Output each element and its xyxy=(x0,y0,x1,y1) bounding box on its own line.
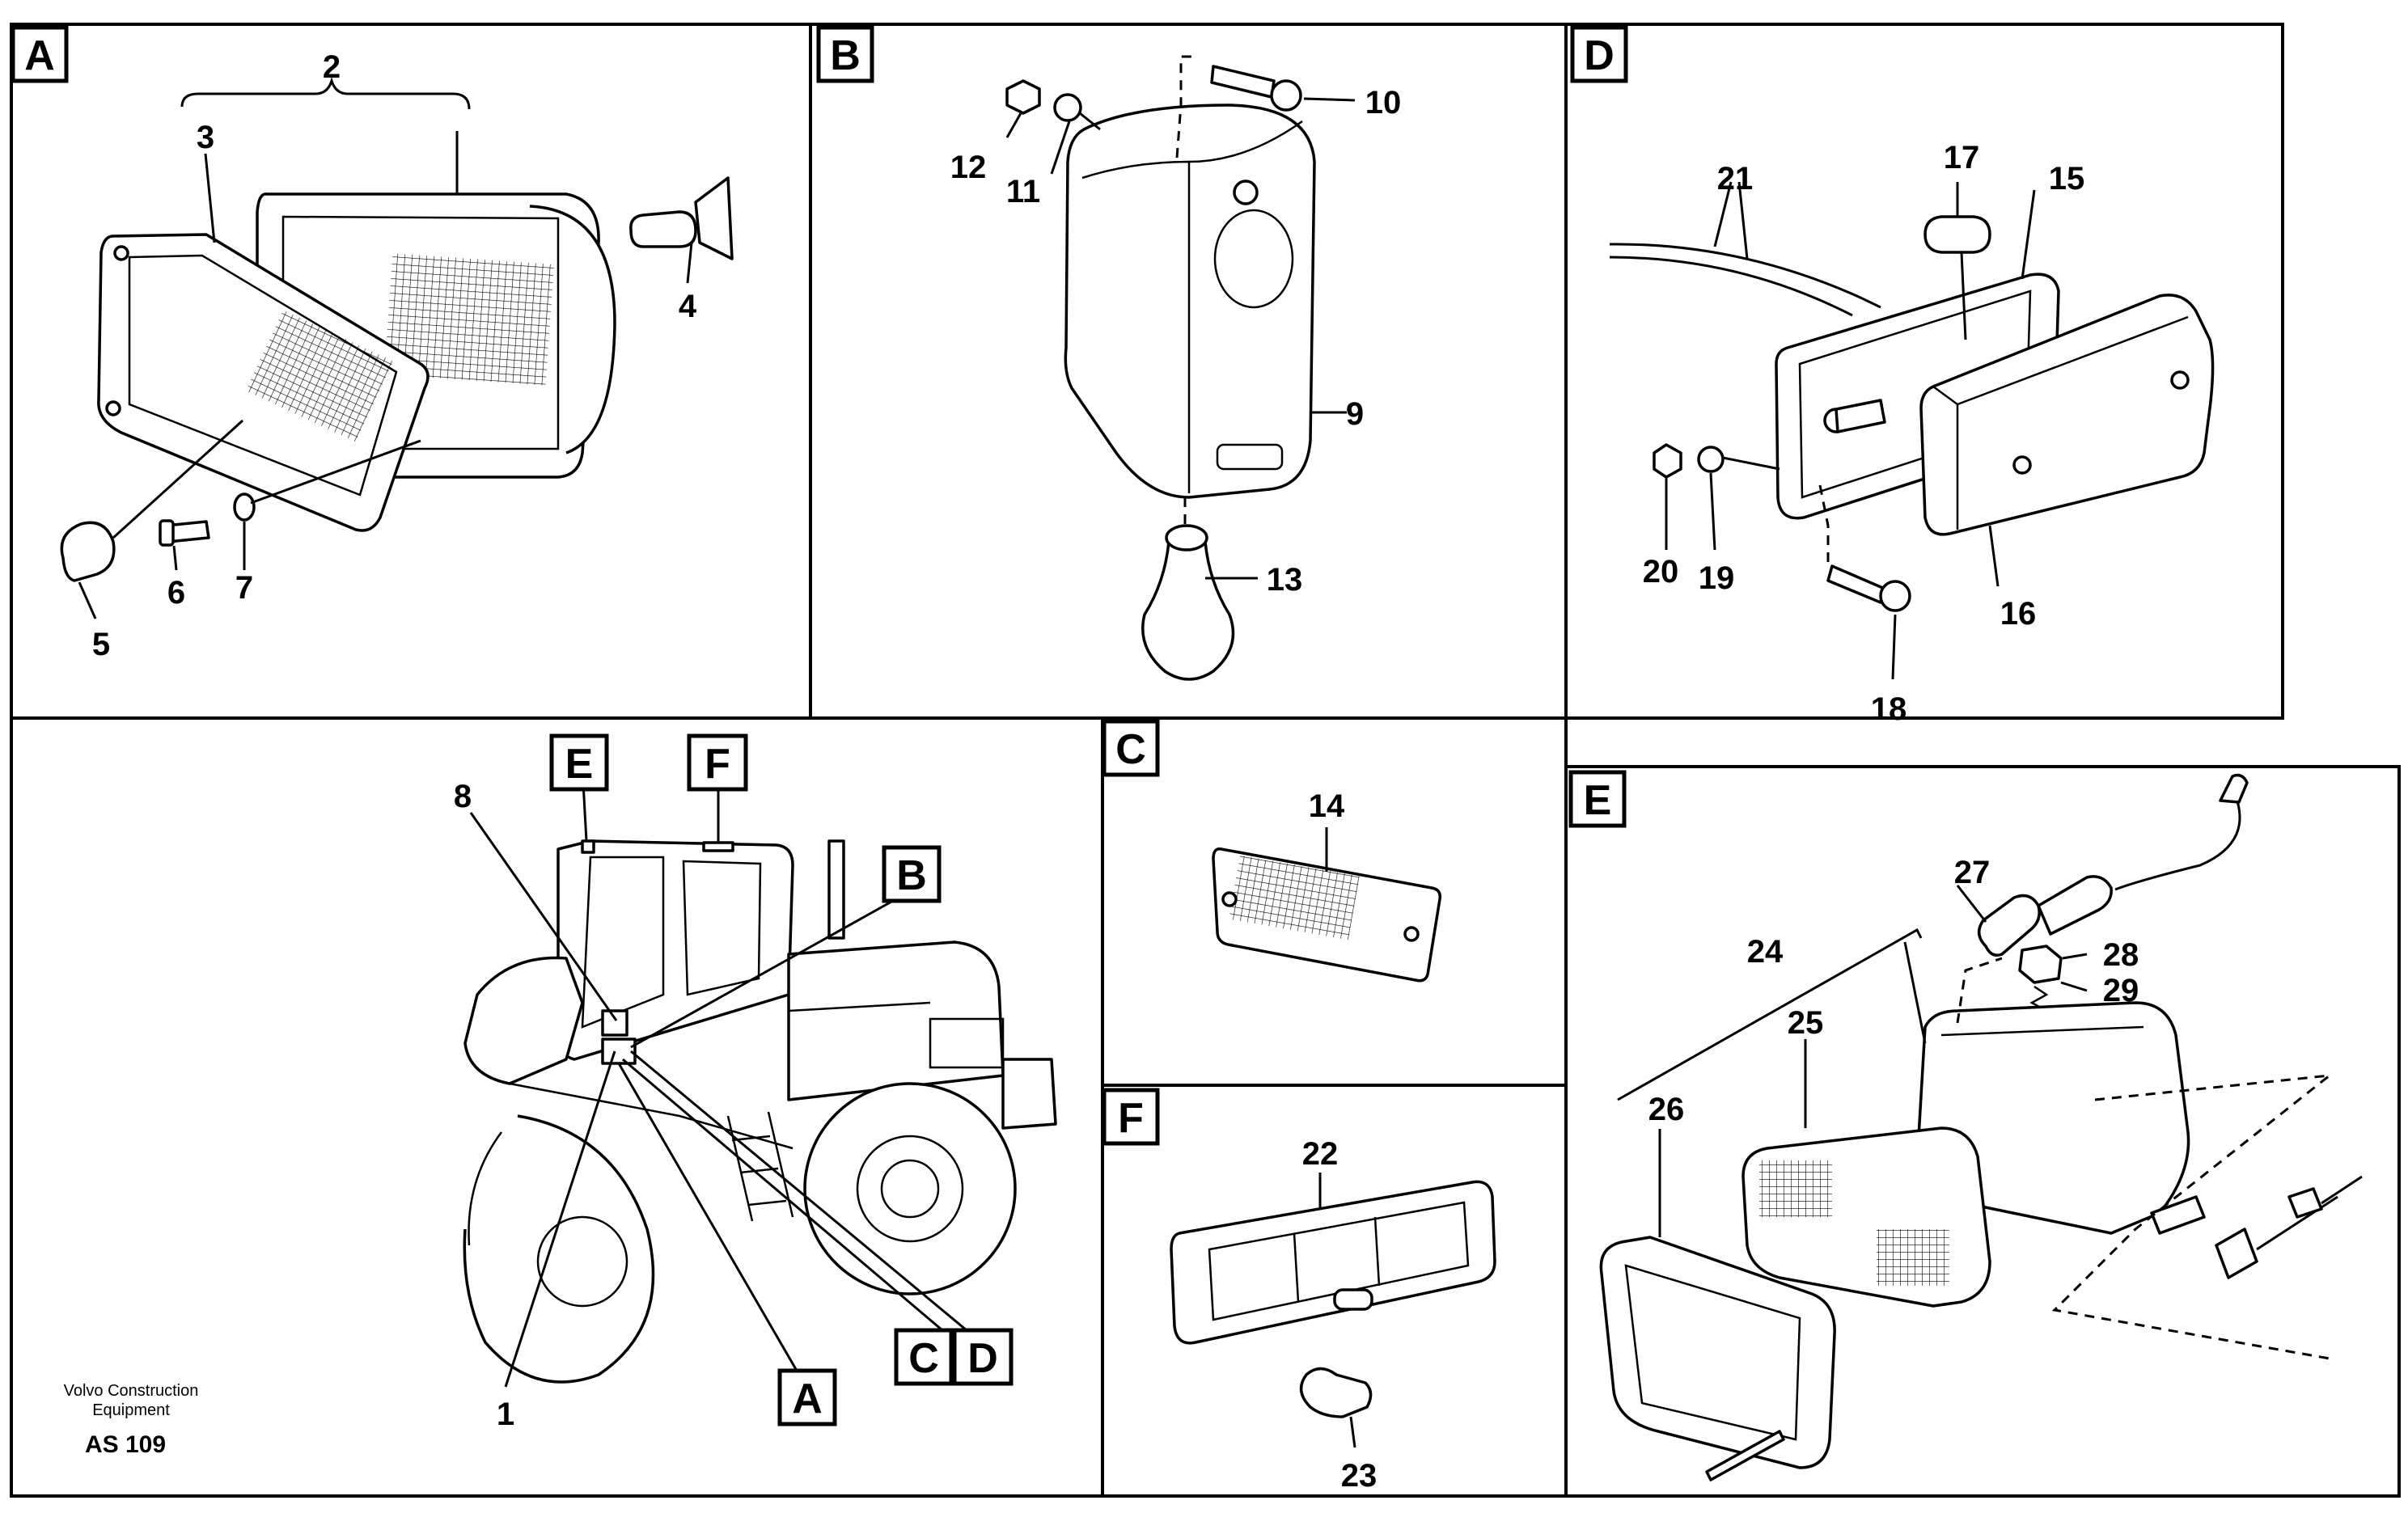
panel-f-tag: F xyxy=(1102,1088,1160,1146)
bulb-17 xyxy=(1923,215,1991,254)
lens-16 xyxy=(1919,294,2215,536)
label-12: 12 xyxy=(950,150,987,185)
panel-d: D xyxy=(1564,23,2284,727)
label-18: 18 xyxy=(1871,691,1907,727)
headlamp-bezel xyxy=(97,233,430,532)
label-9: 9 xyxy=(1346,396,1364,432)
svg-text:B: B xyxy=(896,852,927,899)
label-26: 26 xyxy=(1648,1092,1685,1127)
washer-11 xyxy=(1053,93,1082,122)
label-5: 5 xyxy=(92,627,110,662)
label-2: 2 xyxy=(323,49,341,85)
callout-a: A xyxy=(777,1368,837,1426)
bulb-27 xyxy=(1978,875,2113,957)
panel-c: C 14 xyxy=(1101,716,1568,1087)
label-7: 7 xyxy=(235,570,253,606)
label-4: 4 xyxy=(679,289,697,324)
interior-lamp-22 xyxy=(1170,1180,1496,1345)
svg-text:E: E xyxy=(1584,777,1612,824)
callout-c: C xyxy=(894,1328,954,1386)
label-13: 13 xyxy=(1267,562,1303,598)
bulb-23 xyxy=(1299,1367,1373,1418)
label-21: 21 xyxy=(1717,161,1754,197)
bulb-4 xyxy=(629,176,734,260)
washer-19 xyxy=(1697,446,1725,473)
svg-text:D: D xyxy=(967,1335,998,1382)
panel-b-tag: B xyxy=(816,25,874,83)
screw-6 xyxy=(159,519,210,547)
washer-7 xyxy=(233,492,256,522)
screw-18 xyxy=(1826,564,1911,612)
panel-overview: E F B C D A 8 1 Volvo Construction Equip… xyxy=(10,716,1104,1498)
panel-c-tag: C xyxy=(1102,719,1160,777)
label-15: 15 xyxy=(2049,161,2085,197)
label-29: 29 xyxy=(2103,973,2139,1008)
screw-10 xyxy=(1210,65,1302,112)
label-27: 27 xyxy=(1954,855,1991,890)
label-16: 16 xyxy=(2000,596,2037,632)
svg-text:A: A xyxy=(24,32,55,79)
drawing-code: AS 109 xyxy=(85,1431,166,1458)
label-11: 11 xyxy=(1006,174,1040,209)
svg-text:B: B xyxy=(830,32,861,79)
label-19: 19 xyxy=(1699,560,1735,596)
label-1: 1 xyxy=(497,1397,514,1432)
callout-e: E xyxy=(549,733,609,792)
svg-text:C: C xyxy=(1115,726,1146,773)
callout-b: B xyxy=(882,845,942,903)
panel-e: E xyxy=(1564,765,2401,1498)
label-6: 6 xyxy=(167,575,185,611)
label-14: 14 xyxy=(1309,788,1345,824)
cable-plug xyxy=(2150,1175,2363,1279)
label-8: 8 xyxy=(454,779,472,814)
nut-12 xyxy=(1005,79,1041,115)
company-line-2: Equipment xyxy=(92,1401,170,1419)
company-line-1: Volvo Construction xyxy=(64,1382,199,1400)
panel-d-tag: D xyxy=(1570,25,1628,83)
svg-text:F: F xyxy=(705,741,730,788)
panel-a: A xyxy=(10,23,812,720)
label-20: 20 xyxy=(1643,554,1679,590)
label-10: 10 xyxy=(1365,85,1402,120)
label-24: 24 xyxy=(1747,934,1784,970)
panel-a-tag: A xyxy=(11,25,69,83)
panel-b: B 12 11 10 9 xyxy=(809,23,1568,720)
svg-text:C: C xyxy=(908,1335,939,1382)
label-17: 17 xyxy=(1944,140,1980,175)
bezel-26 xyxy=(1599,1236,1836,1469)
reflector-14 xyxy=(1212,847,1442,983)
panel-e-tag: E xyxy=(1568,770,1627,828)
callout-f: F xyxy=(687,733,748,792)
marker-lamp-9 xyxy=(1064,104,1316,499)
lens-25 xyxy=(1741,1126,1991,1308)
bulb-13 xyxy=(1141,524,1235,681)
panel-f: F 22 23 xyxy=(1101,1084,1568,1498)
wheel-loader xyxy=(463,839,1057,1384)
svg-text:A: A xyxy=(792,1376,823,1422)
nut-28 xyxy=(2018,945,2063,984)
svg-text:E: E xyxy=(565,741,594,788)
callout-d: D xyxy=(952,1328,1014,1386)
label-23: 23 xyxy=(1341,1458,1378,1494)
label-25: 25 xyxy=(1788,1005,1824,1041)
svg-text:D: D xyxy=(1584,32,1615,79)
label-22: 22 xyxy=(1302,1136,1339,1172)
svg-text:F: F xyxy=(1118,1095,1144,1142)
label-28: 28 xyxy=(2103,937,2139,973)
nut-20 xyxy=(1653,443,1682,479)
bulb-5 xyxy=(60,521,116,582)
label-3: 3 xyxy=(197,120,214,155)
